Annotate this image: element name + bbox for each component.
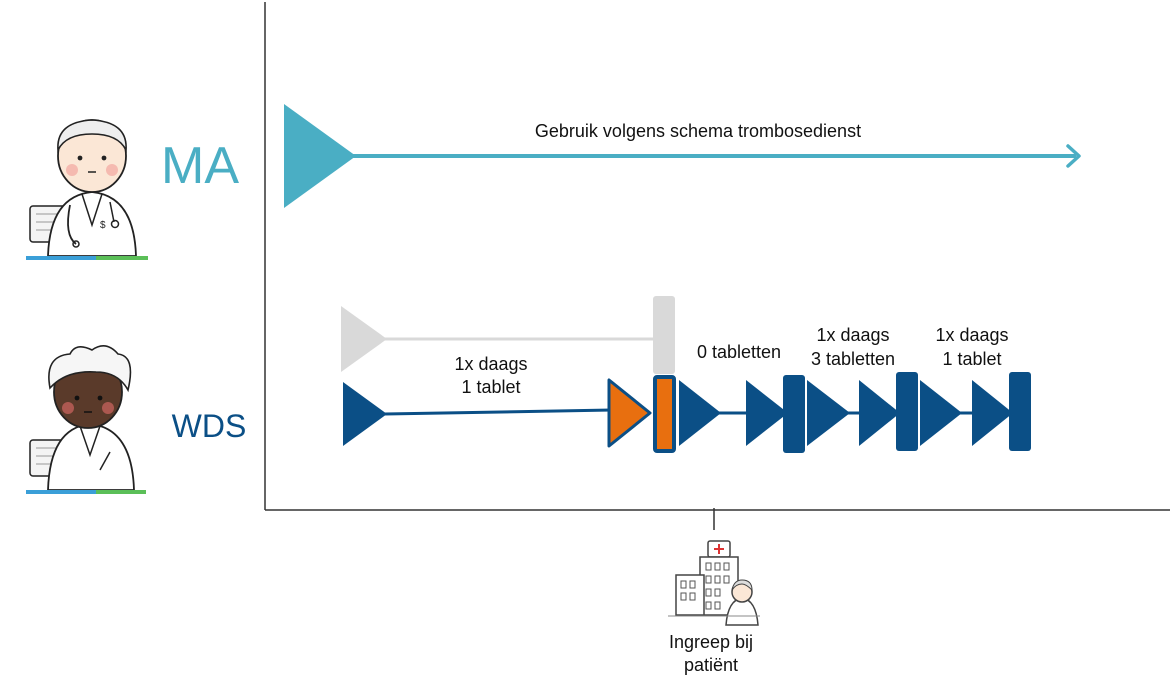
role-label-ma: MA <box>161 137 239 195</box>
phase1-line2: 1 tablet <box>461 377 520 397</box>
wds-triangle-7 <box>972 380 1013 446</box>
doctor-dark-skin-icon <box>26 345 146 494</box>
hospital-icon <box>668 540 760 626</box>
wds-line-1 <box>384 408 613 416</box>
wds-triangle-3 <box>746 380 788 446</box>
orange-stop-marker <box>653 375 676 453</box>
phase3-line1: 1x daags <box>816 325 889 345</box>
wds-triangle-4 <box>807 380 850 446</box>
wds-previous-track <box>341 296 675 374</box>
ma-arrowhead <box>1066 144 1081 168</box>
wds-bar-3 <box>1009 372 1031 451</box>
event-label-line2: patiënt <box>684 655 738 675</box>
phase4-line2: 1 tablet <box>942 349 1001 369</box>
role-label-wds: WDS <box>172 408 247 444</box>
phase4-line1: 1x daags <box>935 325 1008 345</box>
doctor-light-hair-icon: $ <box>26 119 148 260</box>
ma-track-label: Gebruik volgens schema trombosedienst <box>535 121 861 141</box>
event-label-line1: Ingreep bij <box>669 632 753 652</box>
wds-start-triangle <box>343 382 387 446</box>
wds-triangle-6 <box>920 380 962 446</box>
gray-start-triangle <box>341 306 387 372</box>
svg-text:$: $ <box>100 220 106 231</box>
orange-play-marker <box>607 378 652 448</box>
ma-track: Gebruik volgens schema trombosedienst <box>284 104 1081 208</box>
wds-bar-2 <box>896 372 918 451</box>
ma-start-triangle <box>284 104 356 208</box>
phase1-line1: 1x daags <box>454 354 527 374</box>
phase3-line2: 3 tabletten <box>811 349 895 369</box>
wds-triangle-5 <box>859 380 900 446</box>
wds-bar-1 <box>783 375 805 453</box>
wds-triangle-2 <box>679 380 721 446</box>
gray-stop-bar <box>653 296 675 374</box>
wds-track: 1x daags 1 tablet 0 tabletten 1x daags 3… <box>343 325 1031 453</box>
phase2-line1: 0 tabletten <box>697 342 781 362</box>
